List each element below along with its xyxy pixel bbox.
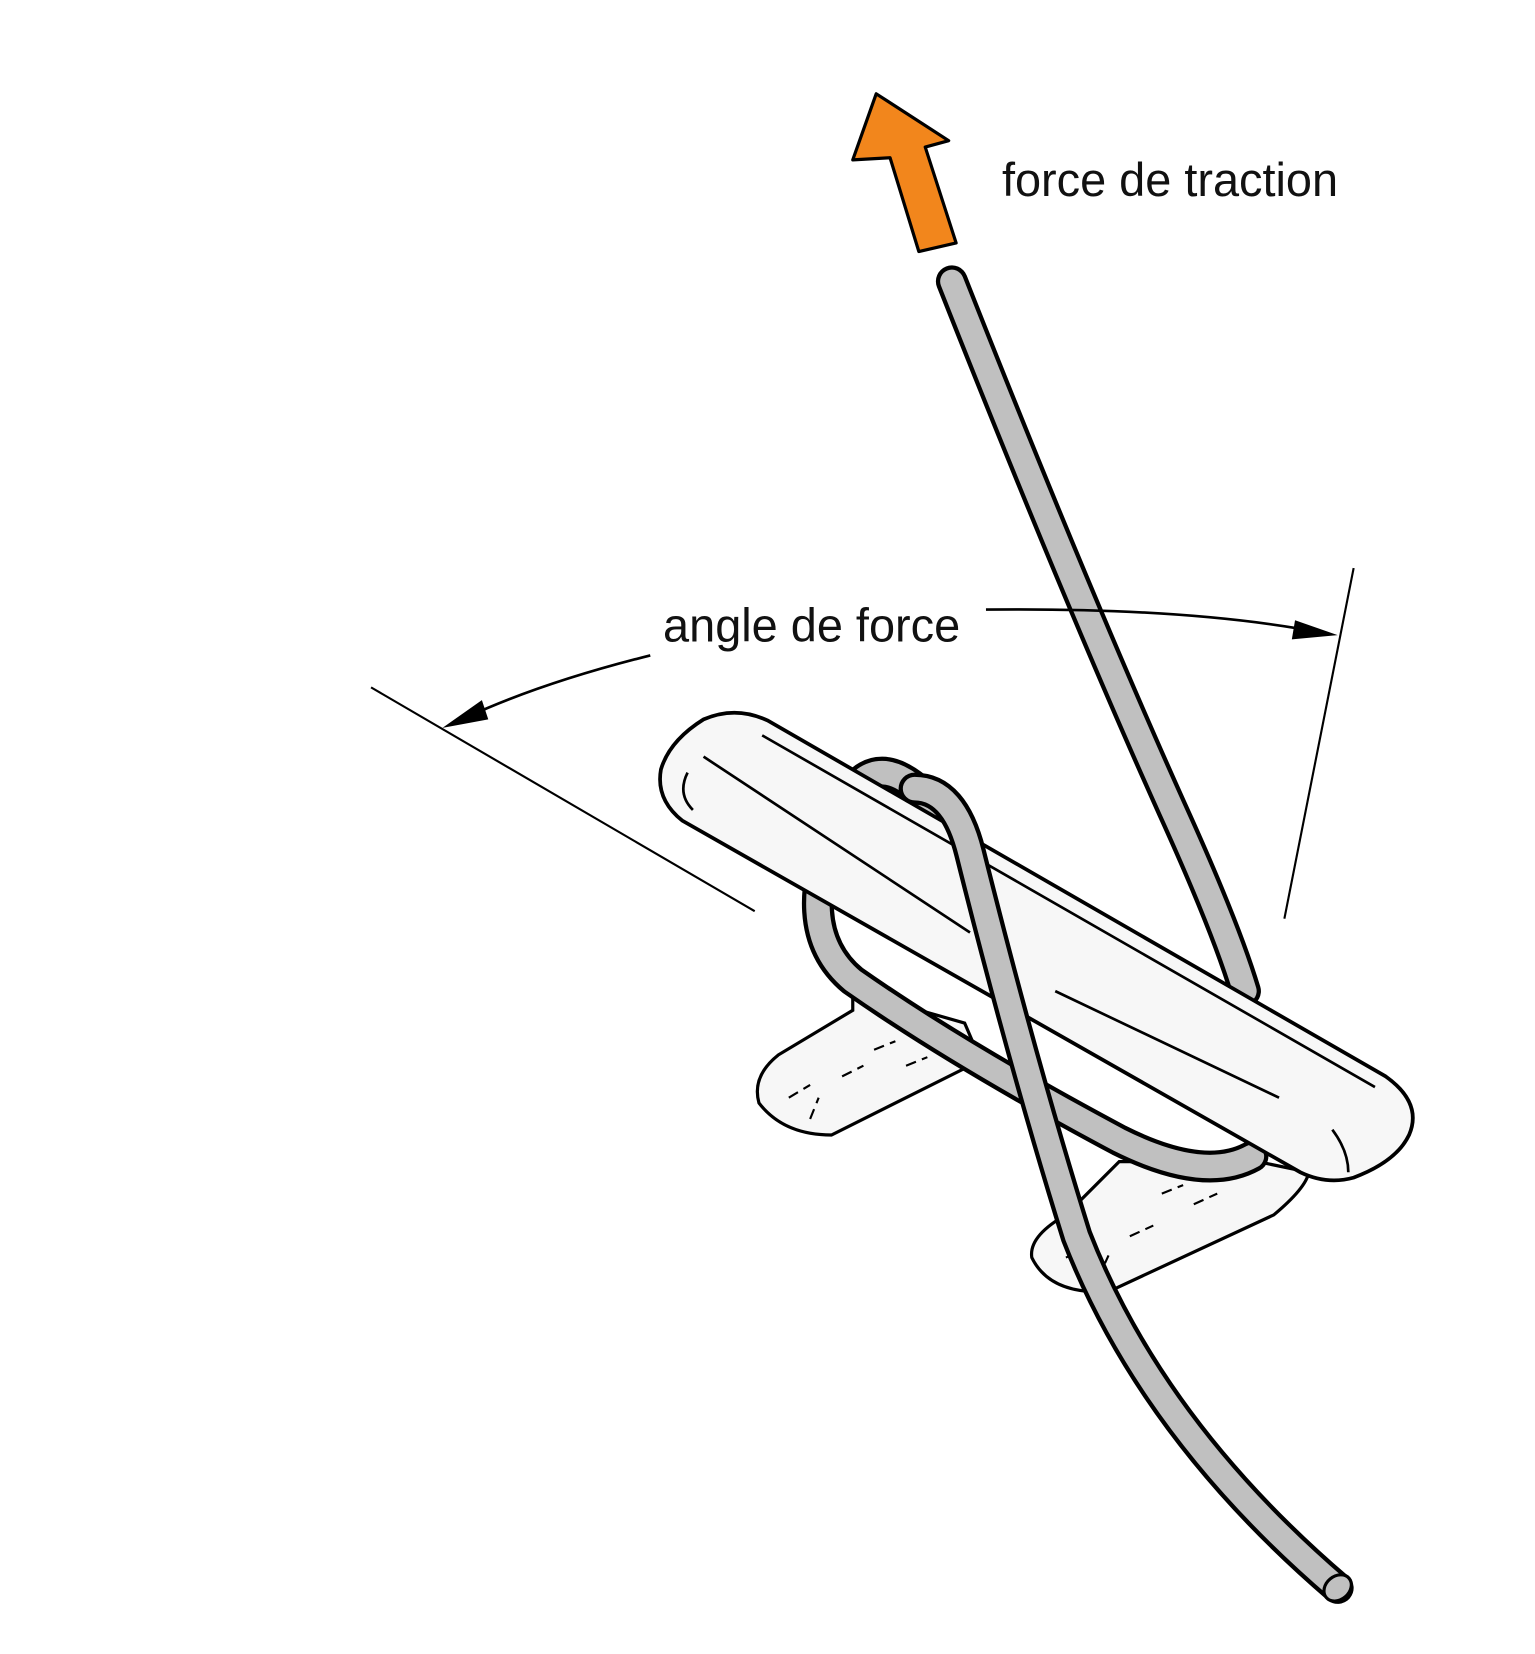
- reference-line-right: [1283, 567, 1355, 919]
- angle-arrowhead-icon: [442, 700, 489, 728]
- rope-end: [1322, 1573, 1353, 1603]
- pull-force-label: force de traction: [1002, 154, 1338, 206]
- cleat-horn: [658, 710, 1415, 1183]
- force-angle-label: angle de force: [663, 600, 960, 652]
- cleat-base-left: [755, 989, 983, 1137]
- angle-arrowhead-icon: [1291, 620, 1338, 640]
- reference-line-left: [370, 686, 756, 913]
- angle-arc-right: [985, 608, 1301, 631]
- pull-direction-arrow-icon: [851, 92, 958, 254]
- angle-arc-left: [468, 654, 651, 718]
